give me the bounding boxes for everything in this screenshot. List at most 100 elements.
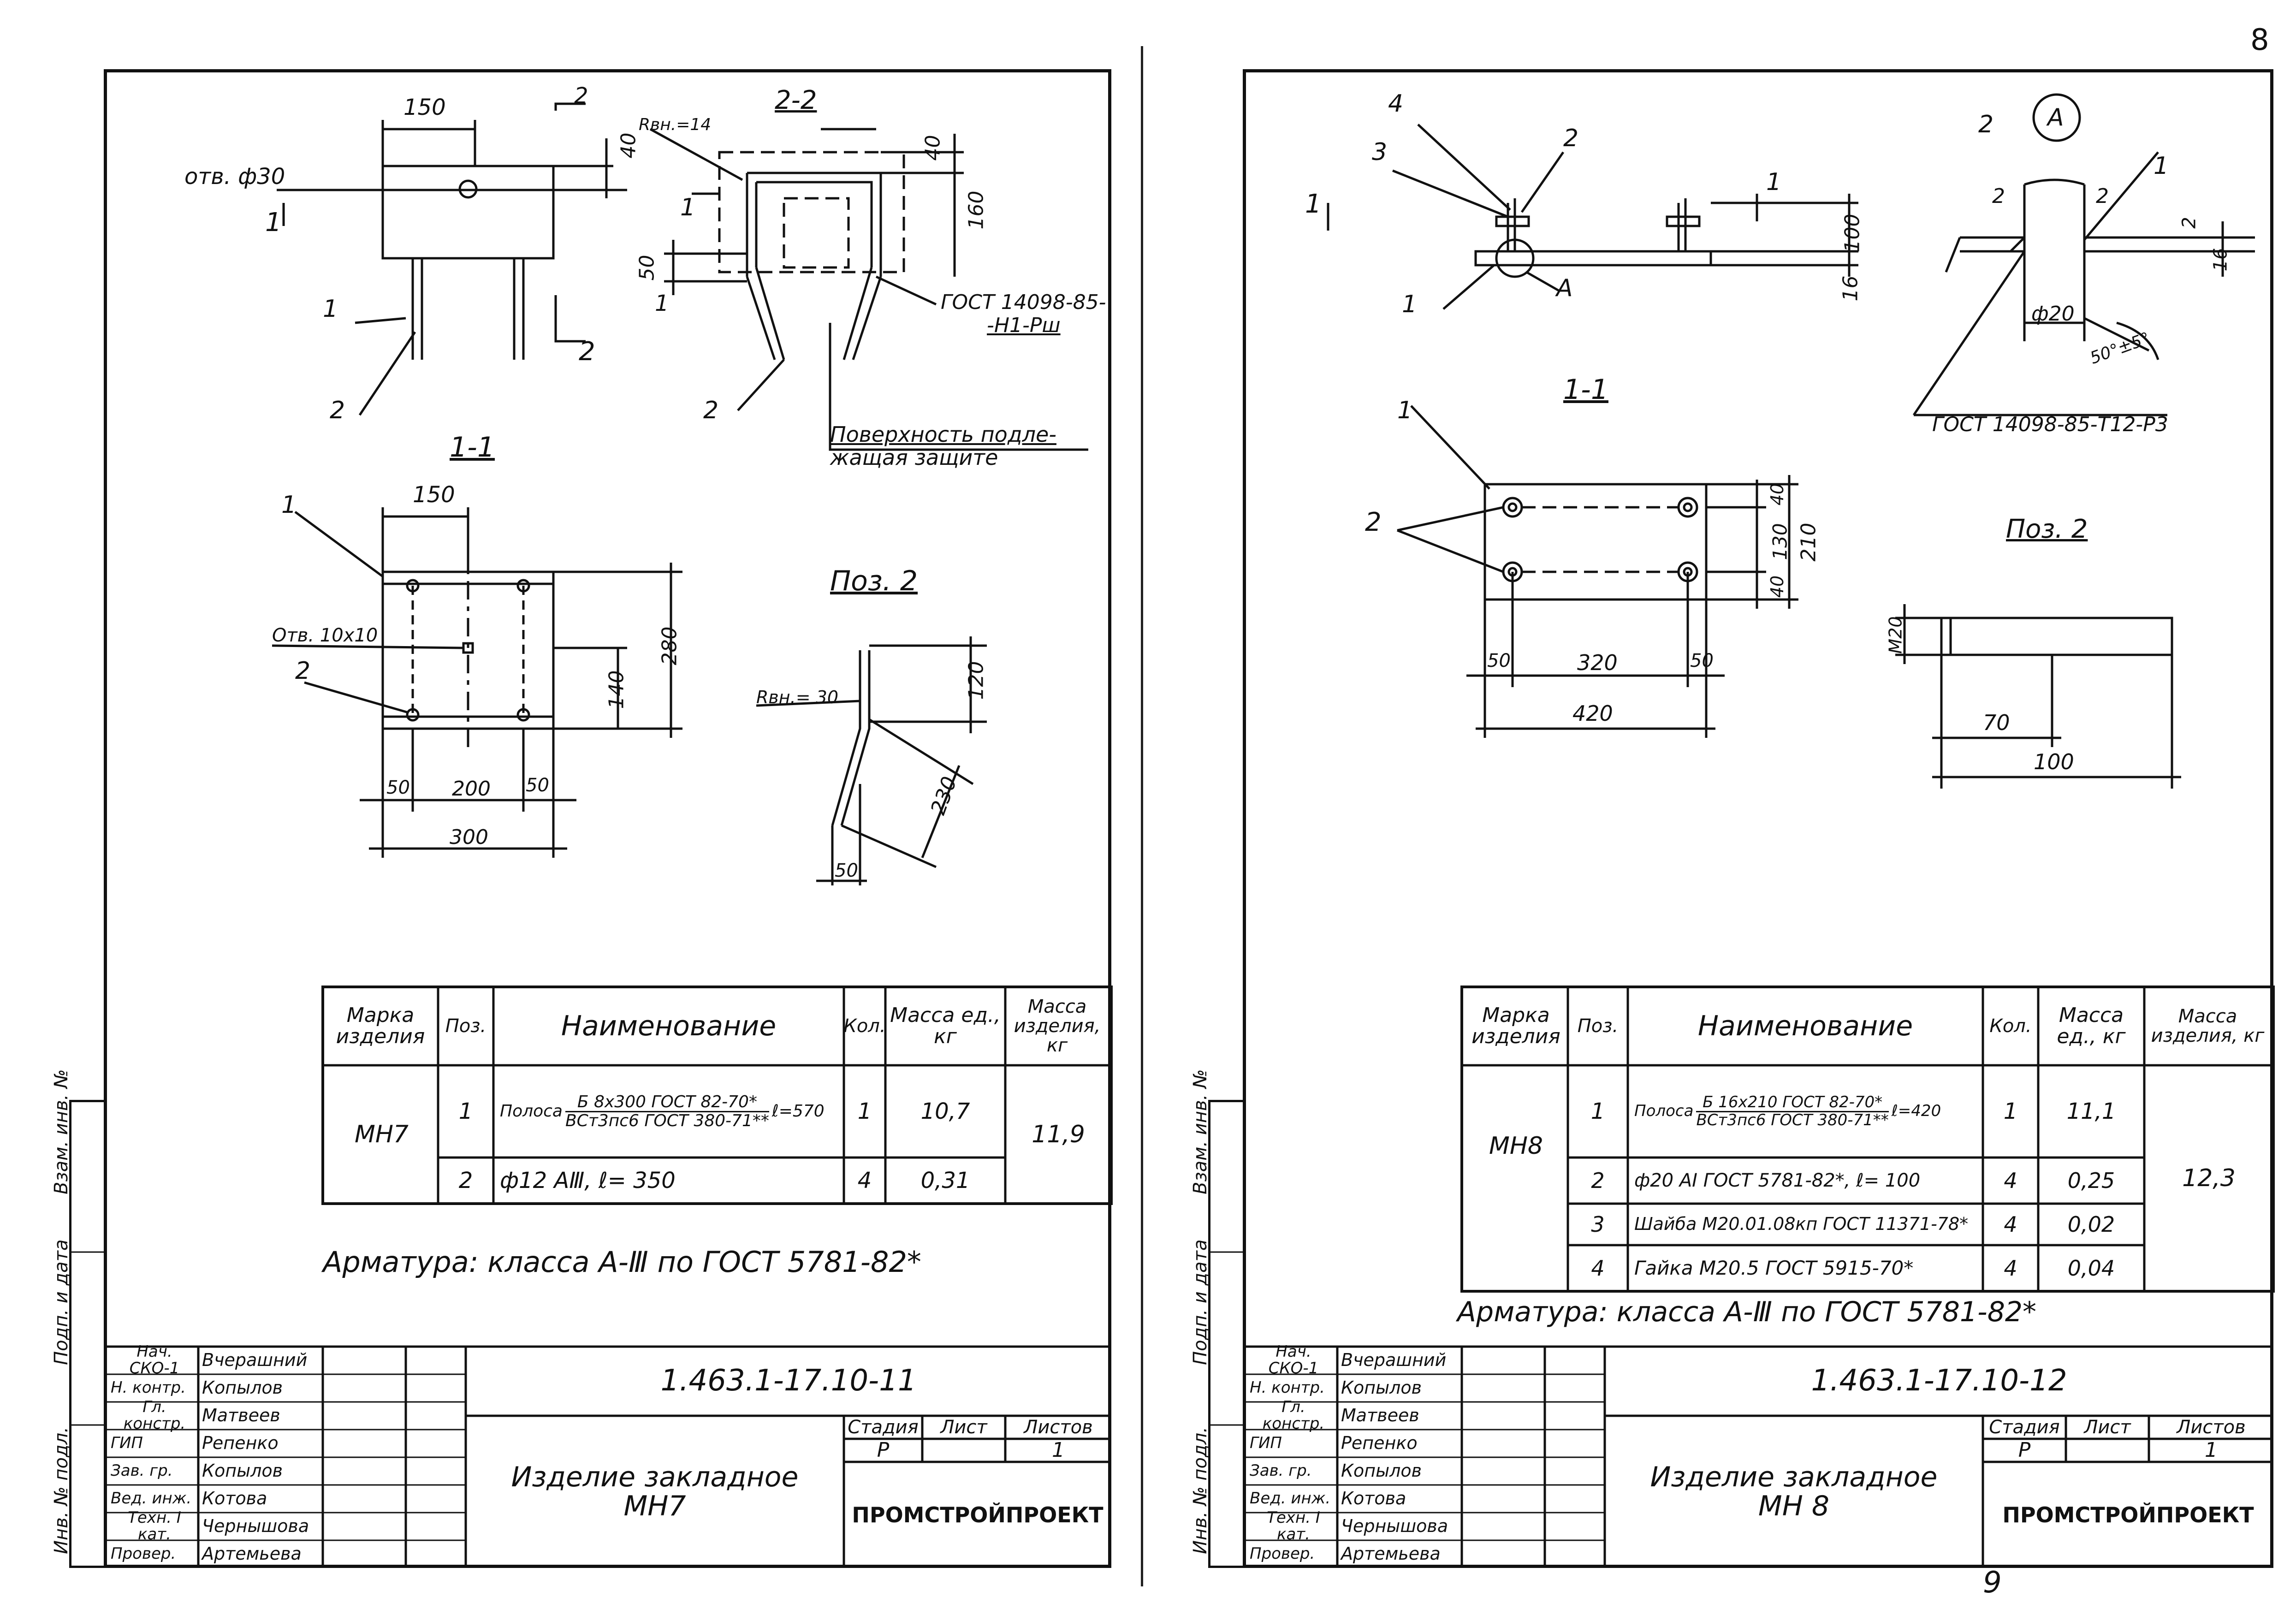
- right-org: ПРОМСТРОЙПРОЕКТ: [2002, 1502, 2254, 1527]
- right-pos2-m20: М20: [1885, 616, 1906, 654]
- left-spec-r2-name: ф12 AⅢ, ℓ= 350: [500, 1167, 676, 1193]
- left-spec-r1-qty: 1: [857, 1098, 872, 1124]
- right-spec-total: 12,3: [2182, 1164, 2236, 1192]
- right-sec11-p1: 1: [1397, 397, 1413, 424]
- right-spec-r4-mass: 0,04: [2067, 1255, 2115, 1281]
- right-pos2-70: 70: [1983, 710, 2010, 735]
- left-spec-r1-pos: 1: [458, 1098, 473, 1124]
- right-top-sec2: 1: [1766, 168, 1782, 196]
- right-spec-header-qty: Кол.: [1989, 1015, 2032, 1037]
- left-leader-1: 1: [323, 295, 338, 323]
- right-top-p1: 1: [1402, 291, 1418, 318]
- right_sheet-role-1: Н. контр.: [1250, 1378, 1325, 1397]
- right-top-16: 16: [1839, 275, 1863, 302]
- right-item-mark: МН 8: [1758, 1490, 1830, 1522]
- left-pos2-radius: Rвн.= 30: [756, 687, 838, 707]
- left_sheet-role-4: Зав. гр.: [111, 1461, 173, 1480]
- right-side-strip: [1208, 1100, 1246, 1568]
- left-sec11-50a: 50: [386, 777, 410, 798]
- left-leader-2: 2: [330, 397, 345, 424]
- left_sheet-name-6: Чернышова: [202, 1516, 309, 1537]
- right-sheet-frame: [1243, 69, 2273, 1568]
- right-sec11-50a: 50: [1487, 650, 1511, 671]
- right-note: Арматура: класса А-Ⅲ по ГОСТ 5781-82*: [1457, 1296, 2037, 1328]
- left_sheet-name-2: Матвеев: [202, 1405, 280, 1426]
- right_sheet-role-0: Нач. СКО-1: [1268, 1342, 1319, 1377]
- left-note: Арматура: класса А-Ⅲ по ГОСТ 5781-82*: [323, 1245, 921, 1279]
- right-spec-header-total: Масса изделия, кг: [2151, 1006, 2265, 1046]
- left-spec-header-total: Масса изделия, кг: [1014, 996, 1101, 1056]
- left_sheet-name-5: Котова: [202, 1488, 267, 1509]
- right-spec-r4-pos: 4: [1591, 1255, 1605, 1281]
- left_sheet-role-2: Гл. констр.: [123, 1398, 186, 1433]
- right_sheet-role-2: Гл. констр.: [1262, 1398, 1325, 1433]
- right_sheet-name-3: Репенко: [1341, 1433, 1418, 1454]
- left_sheet-role-0: Нач. СКО-1: [129, 1342, 180, 1377]
- right-sec11-50b: 50: [1690, 650, 1714, 671]
- right-sec11-420: 420: [1572, 701, 1613, 726]
- right_sheet-name-0: Вчерашний: [1341, 1350, 1447, 1371]
- right-top-p4: 4: [1388, 90, 1404, 118]
- right-sec11-40b: 40: [1767, 575, 1788, 598]
- page-number-bottom: 9: [1983, 1566, 2002, 1600]
- left_sheet-name-1: Копылов: [202, 1377, 283, 1398]
- right-spec-mark: МН8: [1489, 1132, 1543, 1160]
- right-spec-header-mark: Марка изделия: [1471, 1003, 1560, 1048]
- left-sec22-gost: ГОСТ 14098-85-: [941, 291, 1106, 314]
- right-sec11-210: 210: [1797, 522, 1821, 562]
- left-spec-header-name: Наименование: [561, 1009, 777, 1042]
- left-spec-r1-suffix: ℓ=570: [771, 1102, 825, 1121]
- right-sec11-p2: 2: [1365, 507, 1382, 537]
- left-sec22-2: 2: [703, 397, 719, 424]
- right-detail-p1: 1: [2154, 152, 2169, 180]
- right-detail-d2a: 2: [1992, 184, 2005, 208]
- left-sec11-150: 150: [413, 482, 455, 508]
- left-sec22-gost2: -Н1-Рш: [987, 314, 1061, 337]
- right-sec11-130: 130: [1768, 523, 1792, 560]
- right_sheet-name-1: Копылов: [1341, 1377, 1422, 1398]
- left-spec-r2-qty: 4: [857, 1167, 872, 1193]
- left-sheet-label: Лист: [940, 1417, 987, 1438]
- right-item-title: Изделие закладное: [1650, 1461, 1938, 1493]
- left-spec-r1-bottom: ВСт3пс6 ГОСТ 380-71**: [565, 1111, 769, 1130]
- right-pos2-title: Поз. 2: [2006, 514, 2088, 544]
- left-spec-header-mass: Масса ед., кг: [890, 1003, 1001, 1048]
- left-doc-code: 1.463.1-17.10-11: [660, 1364, 917, 1398]
- left-pos2-50: 50: [835, 860, 858, 881]
- right-spec-header-mass: Масса ед., кг: [2057, 1003, 2126, 1048]
- right_sheet-role-6: Техн. I кат.: [1267, 1508, 1320, 1544]
- right-spec-r2-name: ф20 AⅠ ГОСТ 5781-82*, ℓ= 100: [1634, 1170, 1921, 1191]
- right-top-sec: 1: [1305, 189, 1322, 219]
- right_sheet-role-7: Провер.: [1250, 1544, 1315, 1563]
- left_sheet-name-3: Репенко: [202, 1433, 279, 1454]
- right_sheet-name-5: Котова: [1341, 1488, 1406, 1509]
- left-sec11-1: 1: [281, 491, 297, 519]
- right-detail-gost: ГОСТ 14098-85-Т12-Р3: [1932, 413, 2168, 436]
- right_sheet-name-2: Матвеев: [1341, 1405, 1419, 1426]
- left-spec-r2-pos: 2: [458, 1167, 473, 1193]
- right_sheet-role-4: Зав. гр.: [1250, 1461, 1312, 1480]
- left-org: ПРОМСТРОЙПРОЕКТ: [852, 1502, 1104, 1527]
- right-sheet-label: Лист: [2084, 1417, 2131, 1438]
- right-spec-header-pos: Поз.: [1577, 1015, 1619, 1037]
- left-top-dim-150: 150: [403, 95, 446, 120]
- right-detail-d16: 16: [2210, 248, 2231, 272]
- right-top-a: А: [1556, 274, 1573, 302]
- right-sec11-title: 1-1: [1563, 374, 1608, 406]
- right-spec-r1-name: Полоса Б 16х210 ГОСТ 82-70* ВСт3пс6 ГОСТ…: [1628, 1065, 1983, 1158]
- left-side-strip: [69, 1100, 107, 1568]
- left-spec-r1-prefix: Полоса: [500, 1102, 563, 1121]
- right-spec-r1-bottom: ВСт3пс6 ГОСТ 380-71**: [1696, 1110, 1889, 1129]
- left-sec22-surface: Поверхность подле-: [830, 422, 1056, 447]
- left-spec-r2-mass: 0,31: [920, 1167, 970, 1193]
- left-sec22-1b: 1: [655, 291, 669, 316]
- right-spec-r1-suffix: ℓ=420: [1891, 1102, 1941, 1121]
- page-divider: [1141, 46, 1143, 1586]
- right-item-name: Изделие закладное МН 8: [1605, 1416, 1983, 1568]
- right-spec-r1-prefix: Полоса: [1634, 1102, 1694, 1121]
- right-spec-r4-name: Гайка М20.5 ГОСТ 5915-70*: [1634, 1256, 1914, 1279]
- left-sec11-hole: Отв. 10х10: [272, 625, 378, 646]
- right-top-plate: [1474, 250, 1712, 267]
- left_sheet-role-3: ГИП: [111, 1434, 143, 1453]
